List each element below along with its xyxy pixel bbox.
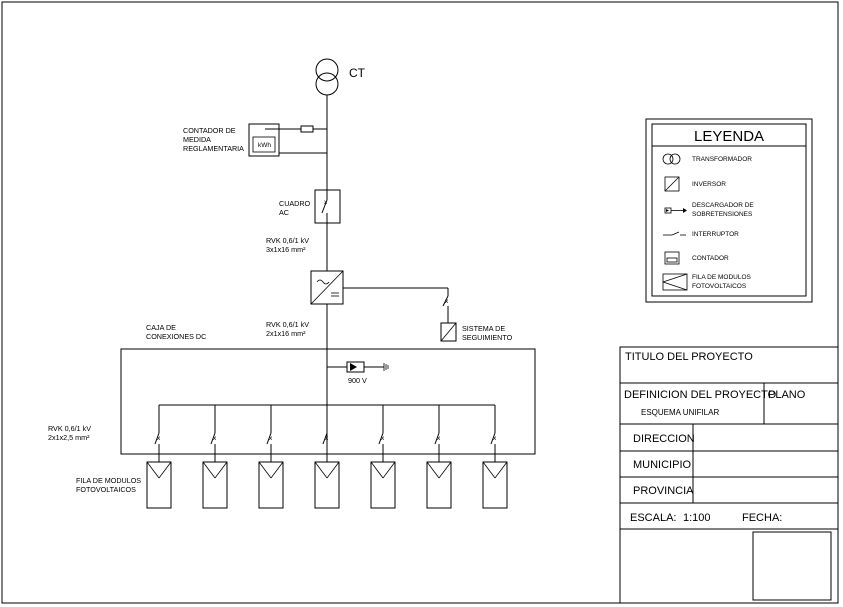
svg-text:x: x	[269, 435, 273, 442]
tracking-branch: x	[343, 287, 457, 342]
svg-text:x: x	[213, 435, 217, 442]
definition-label: DEFINICION DEL PROYECTO	[624, 389, 777, 401]
legend-label-meter: CONTADOR	[692, 255, 729, 262]
municipality-label: MUNICIPIO	[633, 459, 692, 471]
pv-string: x	[482, 405, 508, 509]
pv-string: x	[202, 405, 228, 509]
svg-text:x: x	[437, 435, 441, 442]
province-label: PROVINCIA	[633, 485, 694, 497]
svg-text:x: x	[157, 435, 161, 442]
meter-box	[248, 123, 280, 157]
pv-module	[482, 461, 508, 509]
pv-string: x	[258, 405, 284, 509]
legend-label-inverter: INVERSOR	[692, 181, 726, 188]
pv-string: x	[426, 405, 452, 509]
pv-module	[426, 461, 452, 509]
switch-icon	[663, 231, 686, 236]
tracking-label: SISTEMA DE SEGUIMIENTO	[462, 324, 513, 342]
scale-value: 1:100	[683, 512, 711, 524]
plan-label: PLANO	[768, 389, 806, 401]
meter-label: CONTADOR DE MEDIDA REGLAMENTARIA	[183, 126, 244, 153]
definition-value: ESQUEMA UNIFILAR	[641, 408, 719, 417]
legend-label-transformer: TRANSFORMADOR	[692, 156, 752, 163]
pv-module	[314, 461, 340, 509]
legend-panel: LEYENDA TRANSFORMADOR INVERSOR DESCARGAD…	[645, 118, 813, 303]
tracking-box	[440, 322, 457, 342]
svg-text:x: x	[324, 199, 328, 206]
pv-string: x	[370, 405, 396, 509]
ct-label: CT	[349, 66, 366, 80]
pv-string: x	[314, 405, 340, 509]
cable-dc-main-label: RVK 0,6/1 kV 2x1x16 mm²	[266, 320, 311, 338]
inverter-symbol	[310, 270, 344, 305]
pv-module-icon	[662, 273, 688, 291]
dc-box-label: CAJA DE CONEXIONES DC	[146, 323, 206, 341]
transformer-icon	[662, 153, 681, 165]
legend-label-switch: INTERRUPTOR	[692, 231, 739, 238]
project-title-label: TITULO DEL PROYECTO	[625, 351, 753, 363]
legend-label-surge: DESCARGADOR DE SOBRETENSIONES	[692, 202, 756, 218]
date-label: FECHA:	[742, 512, 782, 524]
surge-arrester	[327, 361, 389, 373]
address-label: DIRECCION	[633, 433, 695, 445]
logo-box	[752, 531, 832, 601]
title-block: TITULO DEL PROYECTO DEFINICION DEL PROYE…	[619, 346, 839, 604]
dc-connection-box	[120, 348, 536, 455]
ac-panel-label: CUADRO AC	[279, 199, 312, 217]
pv-row-label: FILA DE MODULOS FOTOVOLTAICOS	[76, 476, 143, 494]
svg-text:x: x	[445, 298, 449, 305]
svg-text:x: x	[381, 435, 385, 442]
meter-branch: kWh	[248, 123, 327, 157]
surge-arrester-icon	[664, 207, 687, 214]
svg-text:x: x	[325, 435, 329, 442]
svg-text:x: x	[493, 435, 497, 442]
cable-strings-label: RVK 0,6/1 kV 2x1x2,5 mm²	[48, 424, 93, 442]
ac-panel-box: x	[314, 189, 341, 224]
pv-string: x	[146, 405, 172, 509]
surge-voltage-label: 900 V	[348, 376, 367, 385]
pv-module	[370, 461, 396, 509]
pv-module	[258, 461, 284, 509]
inverter-icon	[664, 176, 680, 192]
transformer-symbol	[315, 58, 339, 96]
legend-title: LEYENDA	[694, 128, 764, 145]
meter-unit-label: kWh	[258, 142, 271, 149]
pv-module	[146, 461, 172, 509]
scale-label: ESCALA:	[630, 512, 676, 524]
meter-icon	[664, 251, 680, 265]
legend-label-pv: FILA DE MODULOS FOTOVOLTAICOS	[692, 274, 753, 290]
cable-ac-label: RVK 0,6/1 kV 3x1x16 mm²	[266, 236, 311, 254]
pv-module	[202, 461, 228, 509]
